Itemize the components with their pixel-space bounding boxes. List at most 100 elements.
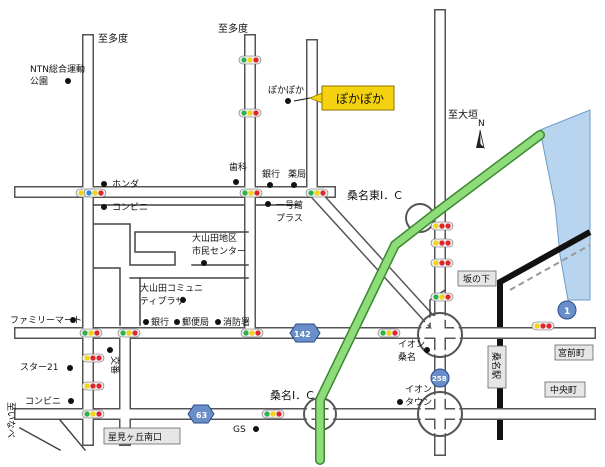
landmark-dot — [143, 319, 149, 325]
signal-lamp — [248, 190, 254, 196]
signal-lamp — [84, 355, 90, 361]
signal-lamp — [433, 240, 439, 246]
landmark-pokapoka: ぽかぽか — [268, 85, 304, 96]
signal-lamp — [445, 223, 451, 229]
destination-tado-right: 至多度 — [218, 22, 248, 35]
landmark-dot — [267, 182, 273, 188]
landmark-dot — [215, 319, 221, 325]
landmark-ichigokan-line1: 一号館 — [276, 199, 303, 211]
traffic-signal — [81, 381, 105, 391]
signal-lamp — [540, 323, 546, 329]
landmark-dot — [291, 182, 297, 188]
signal-lamp — [439, 240, 445, 246]
signal-lamp — [270, 411, 276, 417]
landmark-dot — [174, 319, 180, 325]
signal-lamp — [433, 294, 439, 300]
signal-lamp — [84, 411, 90, 417]
landmark-dot — [70, 317, 76, 323]
traffic-signal — [238, 55, 262, 65]
landmark-dot — [68, 398, 74, 404]
signal-lamp — [439, 260, 445, 266]
signal-lamp — [96, 411, 102, 417]
landmark-dot — [101, 181, 107, 187]
signal-lamp — [84, 383, 90, 389]
signal-lamp — [314, 190, 320, 196]
label-box-miyamae: 宮前町 — [554, 344, 594, 361]
traffic-signal — [430, 292, 454, 302]
signal-lamp — [132, 330, 138, 336]
landmark-dot — [253, 426, 259, 432]
signal-lamp — [276, 411, 282, 417]
traffic-signal — [430, 258, 454, 268]
landmark-fire-station: 消防署 — [223, 316, 250, 328]
signal-lamp — [534, 323, 540, 329]
interchange-loops — [303, 203, 463, 437]
label-hoshimigaoka: 星見ヶ丘南口 — [108, 431, 162, 443]
signal-lamp — [445, 240, 451, 246]
traffic-signal — [261, 409, 285, 419]
signal-lamp — [98, 190, 104, 196]
signal-lamp — [241, 57, 247, 63]
signal-lamp — [90, 383, 96, 389]
traffic-signal — [305, 188, 329, 198]
landmark-district-center-line1: 大山田地区 — [192, 232, 237, 244]
label-box-hoshimigaoka: 星見ヶ丘南口 — [103, 427, 181, 445]
landmark-ichigokan-line2: プラス — [276, 213, 303, 224]
label-box-kuwana-station: 桑名駅 — [487, 345, 507, 389]
expressway — [315, 130, 545, 465]
route-142-label: 142 — [294, 330, 311, 339]
landmark-ntn-line2: 公園 — [30, 76, 48, 87]
traffic-signal — [430, 221, 454, 231]
signal-lamp — [96, 355, 102, 361]
signal-lamp — [320, 190, 326, 196]
route-shield-63: 63 — [187, 404, 215, 424]
signal-lamp — [249, 330, 255, 336]
label-chuocho: 中央町 — [550, 384, 577, 396]
signal-lamp — [247, 110, 253, 116]
route-1-label: 1 — [564, 307, 570, 317]
signal-lamp — [90, 355, 96, 361]
landmark-dot — [285, 98, 291, 104]
landmark-aeon-line2: 桑名 — [398, 351, 416, 363]
traffic-signal — [240, 328, 264, 338]
landmark-star21: スター21 — [20, 362, 58, 373]
signal-lamp — [445, 260, 451, 266]
landmark-convenience-top: コンビニ — [112, 202, 148, 213]
signal-lamp — [546, 323, 552, 329]
traffic-signal — [239, 188, 263, 198]
river — [539, 109, 591, 301]
highlight-label: ぽかぽか — [293, 85, 395, 111]
interchange-kuwana-east: 桑名東I．C — [347, 188, 402, 202]
landmark-district-center-line2: 市民センター — [192, 245, 246, 257]
signal-lamp — [308, 190, 314, 196]
landmark-dot — [65, 78, 71, 84]
signal-lamp — [439, 294, 445, 300]
signal-lamp — [264, 411, 270, 417]
north-arrow: N — [476, 119, 485, 150]
signal-lamp — [433, 260, 439, 266]
north-label: N — [478, 119, 485, 129]
landmark-ntn-line1: NTN総合運動 — [30, 63, 85, 75]
landmark-dot — [101, 204, 107, 210]
label-sakanoshita: 坂の下 — [463, 274, 490, 285]
signal-lamp — [254, 190, 260, 196]
signal-lamp — [88, 330, 94, 336]
label-miyamae: 宮前町 — [558, 347, 585, 359]
label-box-sakanoshita: 坂の下 — [457, 270, 497, 287]
landmark-community-line1: 大山田コミュニ — [140, 282, 203, 294]
signal-lamp — [241, 110, 247, 116]
destination-ogaki: 至大垣 — [448, 108, 478, 121]
signal-lamp — [90, 411, 96, 417]
label-kuwana-station: 桑名駅 — [490, 352, 502, 379]
traffic-signal — [377, 328, 401, 338]
landmark-convenience-bottom: コンビニ — [25, 396, 61, 407]
route-63-label: 63 — [196, 411, 207, 420]
signal-lamp — [96, 383, 102, 389]
landmark-family-mart: ファミリーマート — [10, 316, 82, 326]
landmark-koban: 交番 — [109, 356, 121, 374]
signal-lamp — [392, 330, 398, 336]
route-shield-142: 142 — [289, 323, 321, 343]
route-shield-258: 258 — [430, 368, 450, 388]
signal-lamp — [433, 223, 439, 229]
